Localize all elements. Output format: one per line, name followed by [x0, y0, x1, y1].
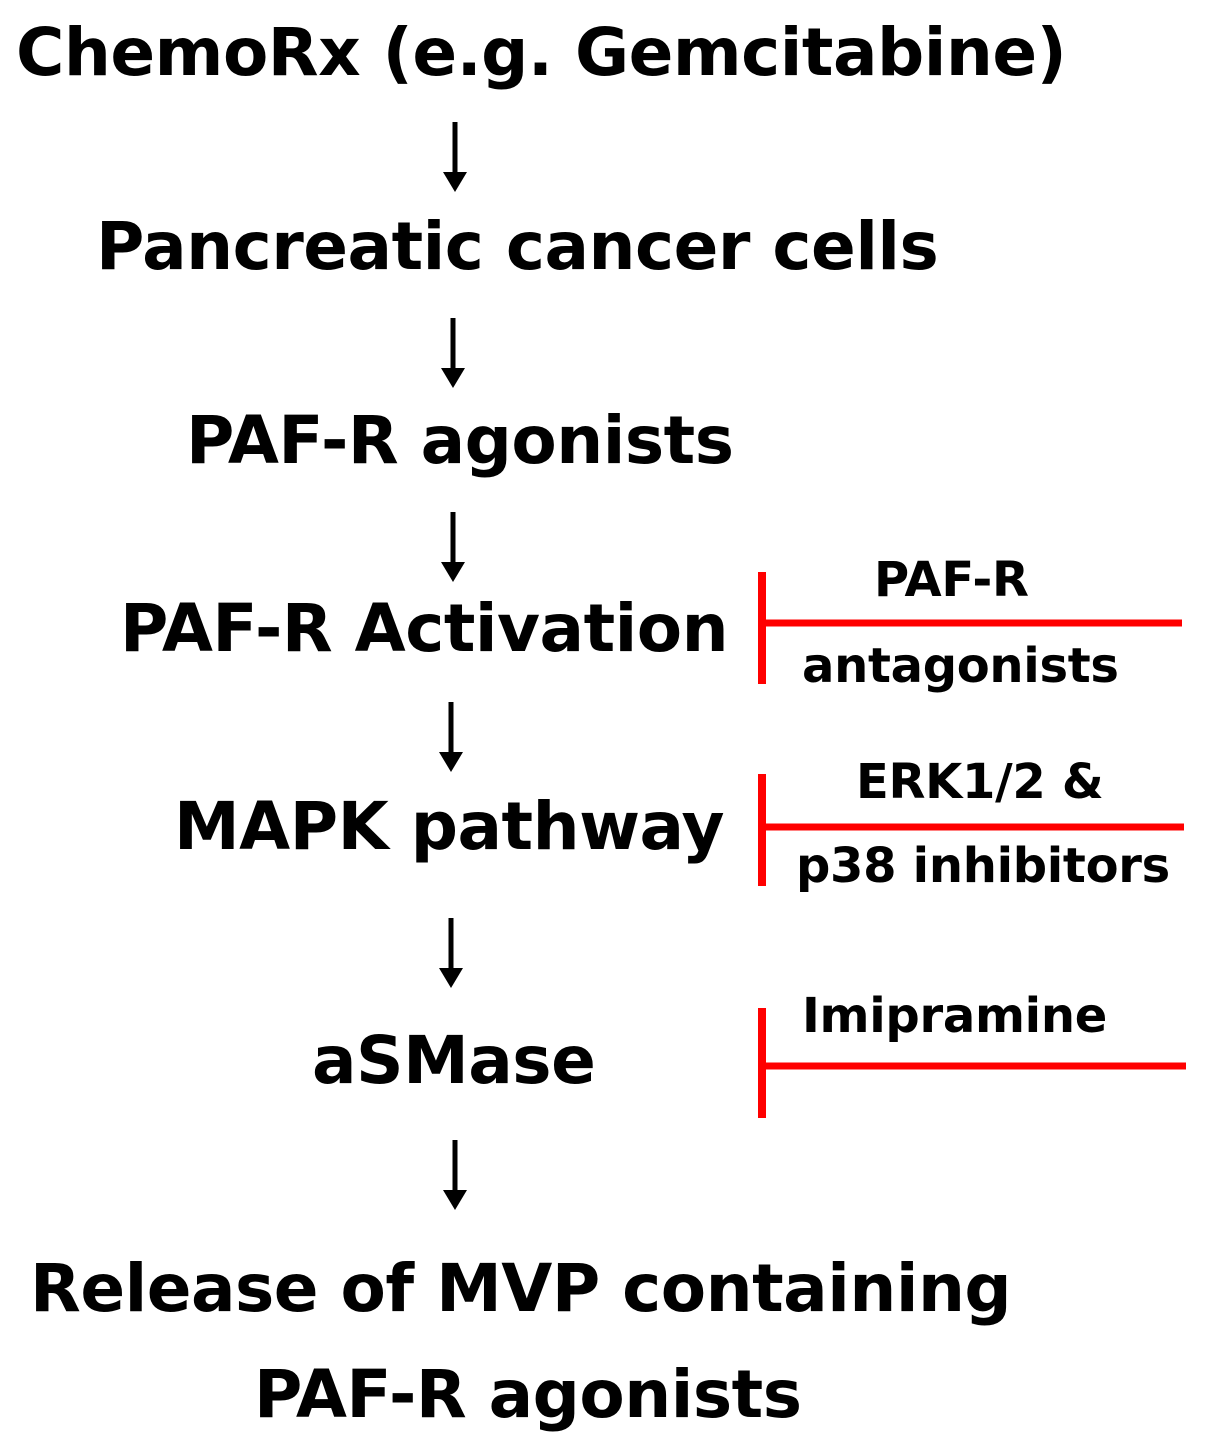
step-paf-r-agonists: PAF-R agonists [186, 402, 734, 479]
inhibitor-antagonists-label: antagonists [802, 638, 1119, 694]
step-pancreatic-cancer-cells: Pancreatic cancer cells [96, 208, 939, 285]
inhibitor-imipramine-label: Imipramine [802, 988, 1107, 1044]
down-arrow-icon [443, 1140, 467, 1210]
down-arrow-icon [439, 702, 463, 772]
step-mapk-pathway: MAPK pathway [174, 788, 725, 865]
step-paf-r-agonists-final: PAF-R agonists [254, 1356, 802, 1433]
down-arrow-icon [443, 122, 467, 192]
inhibitor-erk-label: ERK1/2 & [856, 754, 1104, 810]
step-paf-r-activation: PAF-R Activation [120, 590, 729, 667]
down-arrow-icon [439, 918, 463, 988]
down-arrow-icon [441, 318, 465, 388]
step-release-of-mvp: Release of MVP containing [30, 1250, 1012, 1327]
down-arrow-icon [441, 512, 465, 582]
inhibitor-bar-icon [758, 1008, 1186, 1118]
inhibitor-bar-icon [758, 774, 1184, 886]
inhibitor-paf-r-label: PAF-R [874, 552, 1029, 608]
inhibitor-p38-label: p38 inhibitors [796, 838, 1170, 894]
step-asmase: aSMase [312, 1022, 596, 1099]
step-chemorx: ChemoRx (e.g. Gemcitabine) [16, 14, 1067, 91]
inhibitor-bar-icon [758, 572, 1182, 684]
